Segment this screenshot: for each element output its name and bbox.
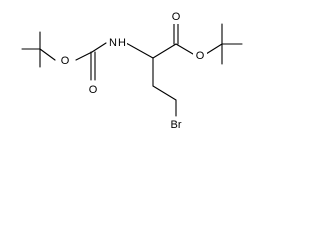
ester-group bbox=[173, 23, 223, 55]
bond-n-to-alpha-c bbox=[125, 42, 154, 59]
label-br: Br bbox=[171, 119, 182, 131]
bond-beta-to-gamma bbox=[152, 85, 177, 101]
label-bg-o-ester-ether bbox=[193, 49, 207, 63]
bond-alpha-to-ester-c bbox=[152, 43, 177, 59]
bond-ester-o-to-tbu bbox=[205, 43, 223, 55]
carbamate-group bbox=[75, 42, 107, 81]
label-o-carbamate-carbonyl: O bbox=[89, 84, 98, 96]
label-bg-o-ester-carbonyl bbox=[169, 10, 183, 24]
left-tert-butyl bbox=[21, 31, 56, 68]
bond-ester-c-to-o bbox=[175, 43, 194, 55]
atom-labels: O N H O O O Br bbox=[58, 10, 207, 132]
label-o-carbamate-ether: O bbox=[61, 55, 70, 67]
bond-o-to-carbonyl-c bbox=[75, 51, 93, 61]
bond-tbu-to-oxygen bbox=[39, 48, 56, 61]
label-bg-br bbox=[166, 118, 186, 132]
label-n-amine: N bbox=[109, 37, 117, 49]
right-tert-butyl bbox=[221, 23, 243, 65]
label-o-ester-ether: O bbox=[196, 50, 205, 62]
structure-canvas: O N H O O O Br bbox=[0, 0, 249, 147]
label-bg-nh bbox=[107, 37, 127, 51]
bond-carbonyl-c-to-n bbox=[91, 42, 107, 53]
label-o-ester-carbonyl: O bbox=[172, 11, 181, 23]
label-h-amine: H bbox=[118, 37, 126, 49]
backbone bbox=[125, 42, 177, 117]
label-bg-o-carbamate bbox=[58, 53, 72, 67]
molecule-diagram: O N H O O O Br bbox=[21, 10, 243, 132]
label-bg-o-carbamate-carbonyl bbox=[86, 82, 100, 96]
